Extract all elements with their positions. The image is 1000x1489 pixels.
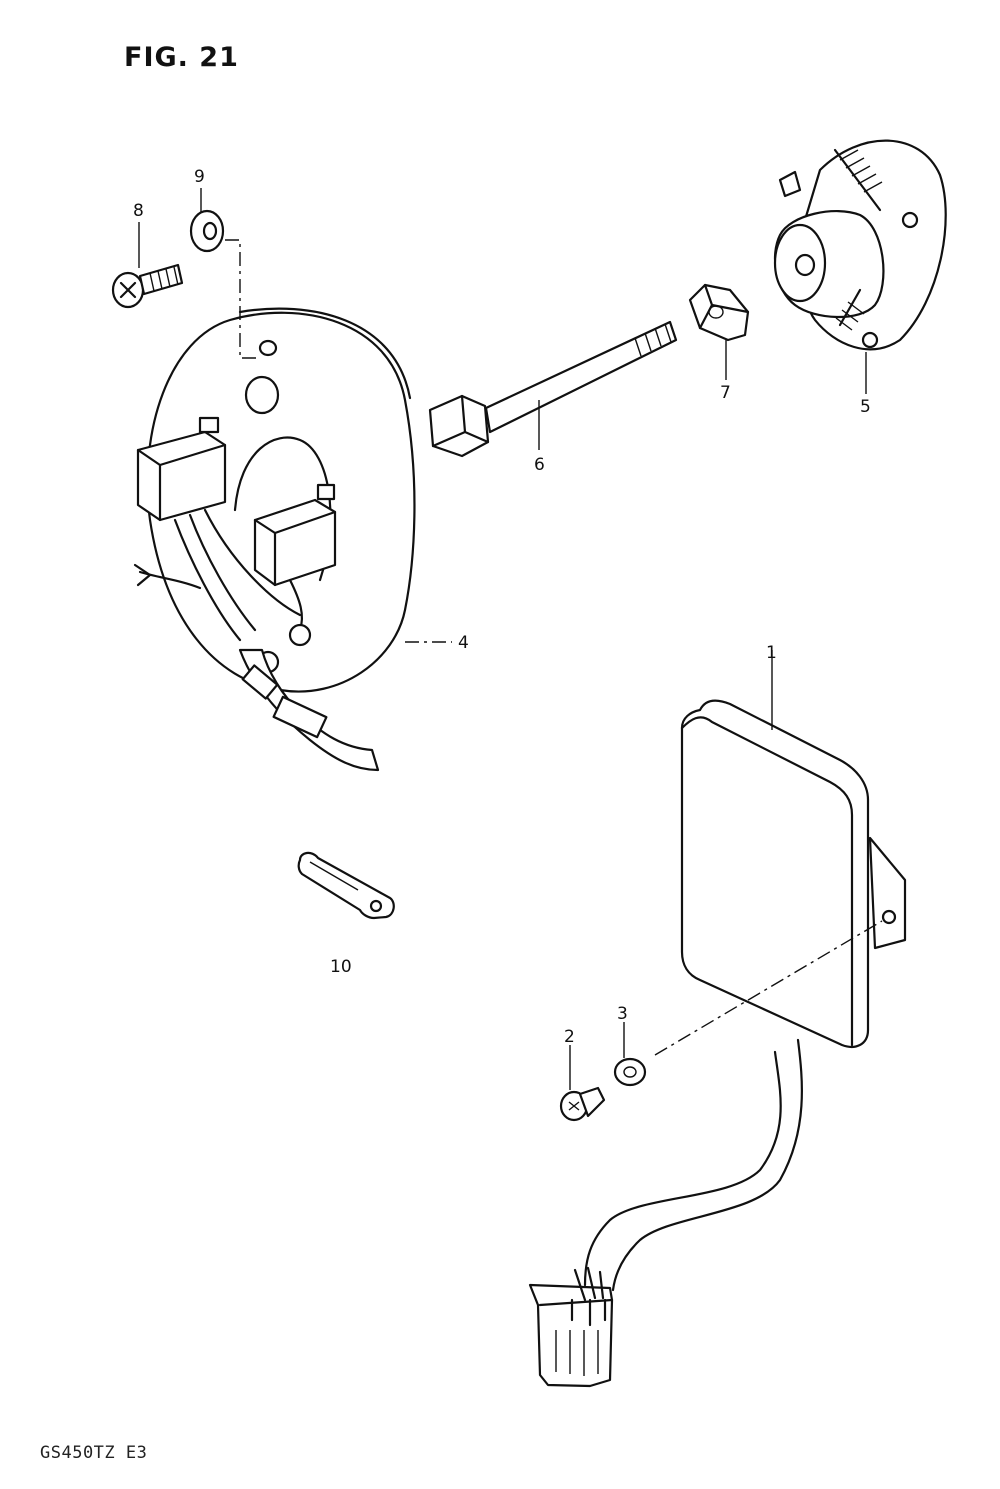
callout-7: 7 bbox=[720, 383, 731, 403]
figure-title: FIG. 21 bbox=[124, 42, 239, 73]
part-5-governor-assembly bbox=[773, 139, 947, 351]
assembly-line-3 bbox=[654, 920, 883, 1056]
callout-9: 9 bbox=[194, 167, 205, 187]
callout-5: 5 bbox=[860, 397, 871, 417]
callout-1: 1 bbox=[766, 643, 777, 663]
part-6-bolt bbox=[428, 320, 678, 458]
assembly-line-9 bbox=[225, 239, 260, 359]
part-10-clamp bbox=[297, 851, 395, 920]
part-8-screw bbox=[111, 263, 184, 309]
callout-6: 6 bbox=[534, 455, 545, 475]
igniter-connector bbox=[528, 1266, 614, 1388]
callout-10: 10 bbox=[330, 957, 352, 977]
callout-8: 8 bbox=[133, 201, 144, 221]
part-2-screw bbox=[559, 1086, 606, 1122]
model-code-footer: GS450TZ E3 bbox=[40, 1443, 148, 1463]
callout-2: 2 bbox=[564, 1027, 575, 1047]
part-1-igniter-unit bbox=[583, 699, 907, 1292]
leader-lines bbox=[138, 188, 867, 1090]
callout-4: 4 bbox=[458, 633, 469, 653]
part-3-washer bbox=[613, 1057, 647, 1087]
part-9-washer bbox=[189, 209, 225, 253]
callout-3: 3 bbox=[617, 1004, 628, 1024]
part-7-nut bbox=[688, 283, 750, 342]
part-4-pickup-base-plate bbox=[133, 307, 416, 772]
